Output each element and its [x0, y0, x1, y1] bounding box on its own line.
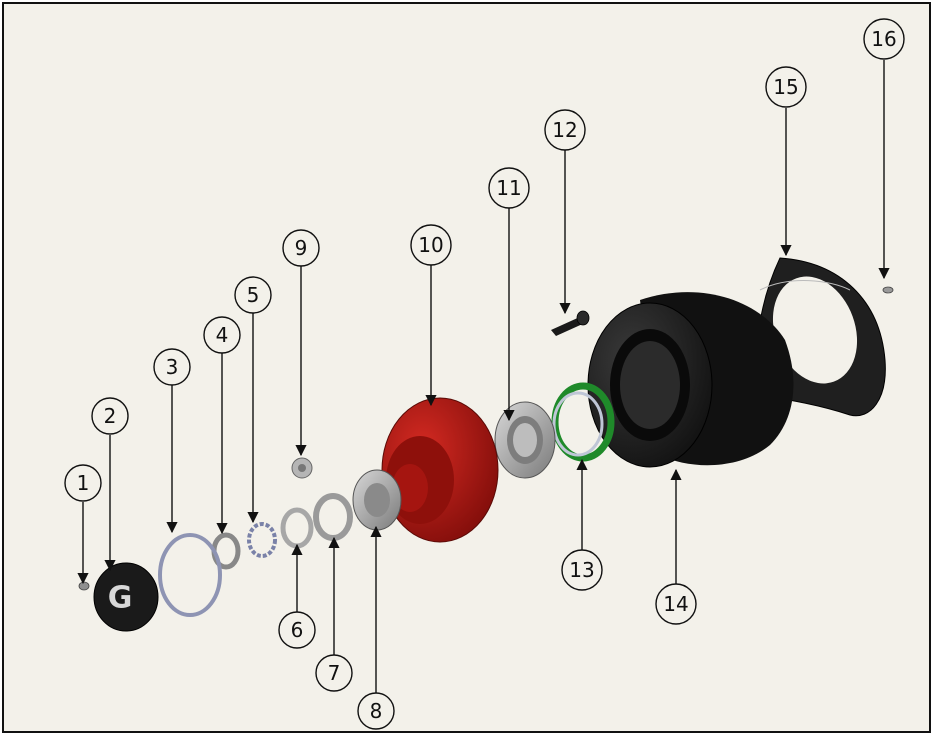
balloon-16-label: 16	[871, 27, 896, 51]
parts-layer: G	[78, 257, 894, 632]
balloon-9: 9	[282, 229, 320, 267]
balloon-14-label: 14	[663, 592, 688, 616]
balloon-15: 15	[765, 66, 807, 108]
balloon-10-label: 10	[418, 233, 443, 257]
balloons-layer: 1 2 3 4 5 6 7 8	[64, 18, 905, 730]
balloon-4: 4	[203, 316, 241, 354]
part-5-tab-washer	[247, 522, 277, 558]
part-10-hub	[381, 397, 499, 543]
balloon-13-label: 13	[569, 558, 594, 582]
part-8-bearing-cone	[352, 469, 402, 531]
balloon-15-label: 15	[773, 75, 798, 99]
balloon-12: 12	[544, 109, 586, 151]
balloon-8-label: 8	[370, 699, 383, 723]
balloon-2: 2	[91, 397, 129, 435]
part-14-brake-drum	[587, 292, 794, 468]
balloon-12-label: 12	[552, 118, 577, 142]
part-12-bolt	[551, 310, 590, 336]
balloon-7-label: 7	[328, 661, 341, 685]
balloon-6-label: 6	[291, 618, 304, 642]
balloon-5-label: 5	[247, 283, 260, 307]
part-2-hubcap: G	[93, 562, 159, 632]
hubcap-logo: G	[108, 581, 133, 616]
balloon-4-label: 4	[216, 323, 229, 347]
part-13-seal-ring	[551, 382, 615, 462]
balloon-1: 1	[64, 464, 102, 502]
balloon-3: 3	[153, 348, 191, 386]
balloon-16: 16	[863, 18, 905, 60]
balloon-7: 7	[315, 654, 353, 692]
balloon-8: 8	[357, 692, 395, 730]
balloon-11-label: 11	[496, 176, 521, 200]
balloon-9-label: 9	[295, 236, 308, 260]
part-1-screw	[78, 581, 90, 591]
part-16-screw	[882, 286, 894, 294]
balloon-2-label: 2	[104, 404, 117, 428]
balloon-1-label: 1	[77, 471, 90, 495]
balloon-5: 5	[234, 276, 272, 314]
part-3-gasket	[158, 533, 222, 617]
balloon-11: 11	[488, 167, 530, 209]
balloon-10: 10	[410, 224, 452, 266]
balloon-6: 6	[278, 611, 316, 649]
part-9-nut	[291, 457, 313, 479]
balloon-14: 14	[655, 583, 697, 625]
balloon-3-label: 3	[166, 355, 179, 379]
leaders-layer	[77, 60, 890, 693]
part-11-bearing	[494, 401, 556, 479]
balloon-13: 13	[561, 549, 603, 591]
